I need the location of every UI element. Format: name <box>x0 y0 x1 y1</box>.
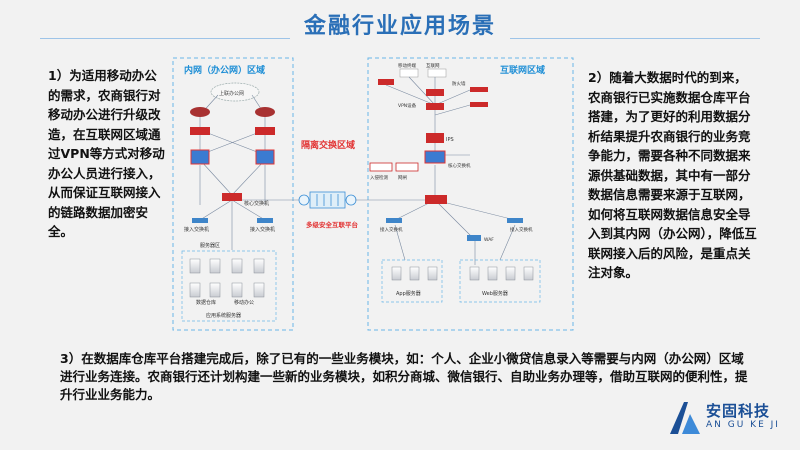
core-switch-icon <box>222 193 242 201</box>
internet-access-right-label: 接入交换机 <box>510 226 533 233</box>
access-switch-icon <box>192 218 273 223</box>
core-switch-label: 核心交换机 <box>244 200 269 207</box>
title-line-left <box>40 38 290 39</box>
page-title: 金融行业应用场景 <box>303 14 496 39</box>
platform-label: 多级安全互联平台 <box>306 220 359 229</box>
gateway-icon-left <box>298 194 310 206</box>
internet-zone-frame <box>367 57 574 331</box>
internet-top-label-3: 防火墙 <box>452 80 466 87</box>
logo-mark-icon <box>670 402 700 434</box>
internet-top-label-1: 移动终端 <box>398 62 416 69</box>
access-switch-left-label: 接入交换机 <box>184 226 209 233</box>
isolation-zone-label: 隔离交换区域 <box>301 139 355 151</box>
inner-zone-label: 内网（办公网）区域 <box>184 64 265 76</box>
server-label-2: 移动办公 <box>234 299 254 306</box>
network-diagram: 内网（办公网）区域 互联网区域 隔离交换区域 多级安全互联平台 上联办公网 核心… <box>172 57 574 331</box>
inner-zone-frame <box>172 57 294 331</box>
title-bar: 金融行业应用场景 <box>0 0 800 50</box>
access-switch-icon <box>386 218 523 223</box>
bottom-description: 3）在数据库仓库平台搭建完成后，除了已有的一些业务模块，如：个人、企业小微贷信息… <box>60 351 748 402</box>
server-label-1: 数据仓库 <box>196 299 216 306</box>
app-server-area <box>381 259 443 303</box>
ids-icon <box>369 162 393 172</box>
isolation-device-label-1: 入侵检测 <box>370 174 388 181</box>
server-area-caption: 应用系统服务器 <box>206 312 241 319</box>
core-router-icon <box>424 150 446 164</box>
company-logo: 安固科技 AN GU KE JI <box>668 398 783 438</box>
waf-label: WAF <box>484 237 494 243</box>
cloud-label: 上联办公网 <box>219 90 244 97</box>
gateway-icon-right <box>345 194 357 206</box>
waf-icon <box>467 235 481 241</box>
access-switch-right-label: 接入交换机 <box>250 226 275 233</box>
firewall-icon <box>426 87 488 110</box>
server-icon <box>189 258 265 298</box>
app-server-label: App服务器 <box>396 290 421 297</box>
right-description: 2）随着大数据时代的到来，农商银行已实施数据仓库平台搭建，为了更好的利用数据分析… <box>588 70 757 280</box>
server-group-label: 服务器区 <box>200 242 220 249</box>
router-icon <box>190 107 275 117</box>
ips-label: IPS <box>446 137 454 143</box>
isolation-platform-icon <box>309 191 346 209</box>
left-description: 1）为适用移动办公的需求，农商银行对移动办公进行升级改造，在互联网区域通过VPN… <box>48 68 165 239</box>
internet-zone-label: 互联网区域 <box>500 64 545 76</box>
firewall-icon <box>190 127 275 135</box>
cloud-icon <box>210 82 260 102</box>
internet-access-left-label: 接入交换机 <box>380 226 403 233</box>
internet-core-label: 核心交换机 <box>448 162 471 169</box>
logo-name-en: AN GU KE JI <box>706 420 780 430</box>
internet-core-switch-icon <box>425 195 447 204</box>
gap-icon <box>395 162 419 172</box>
internet-top-devices <box>378 68 447 85</box>
web-server-label: Web服务器 <box>482 290 508 297</box>
web-server-area <box>459 259 541 303</box>
title-line-right <box>510 38 760 39</box>
isolation-device-label-2: 网闸 <box>398 174 407 181</box>
server-area-frame <box>181 250 277 322</box>
switch-icon <box>190 149 275 165</box>
ips-icon <box>426 133 444 143</box>
internet-top-label-2: 互联网 <box>426 62 440 69</box>
vpn-label: VPN设备 <box>398 102 417 109</box>
logo-name-cn: 安固科技 <box>706 402 771 420</box>
server-icon <box>391 266 534 281</box>
